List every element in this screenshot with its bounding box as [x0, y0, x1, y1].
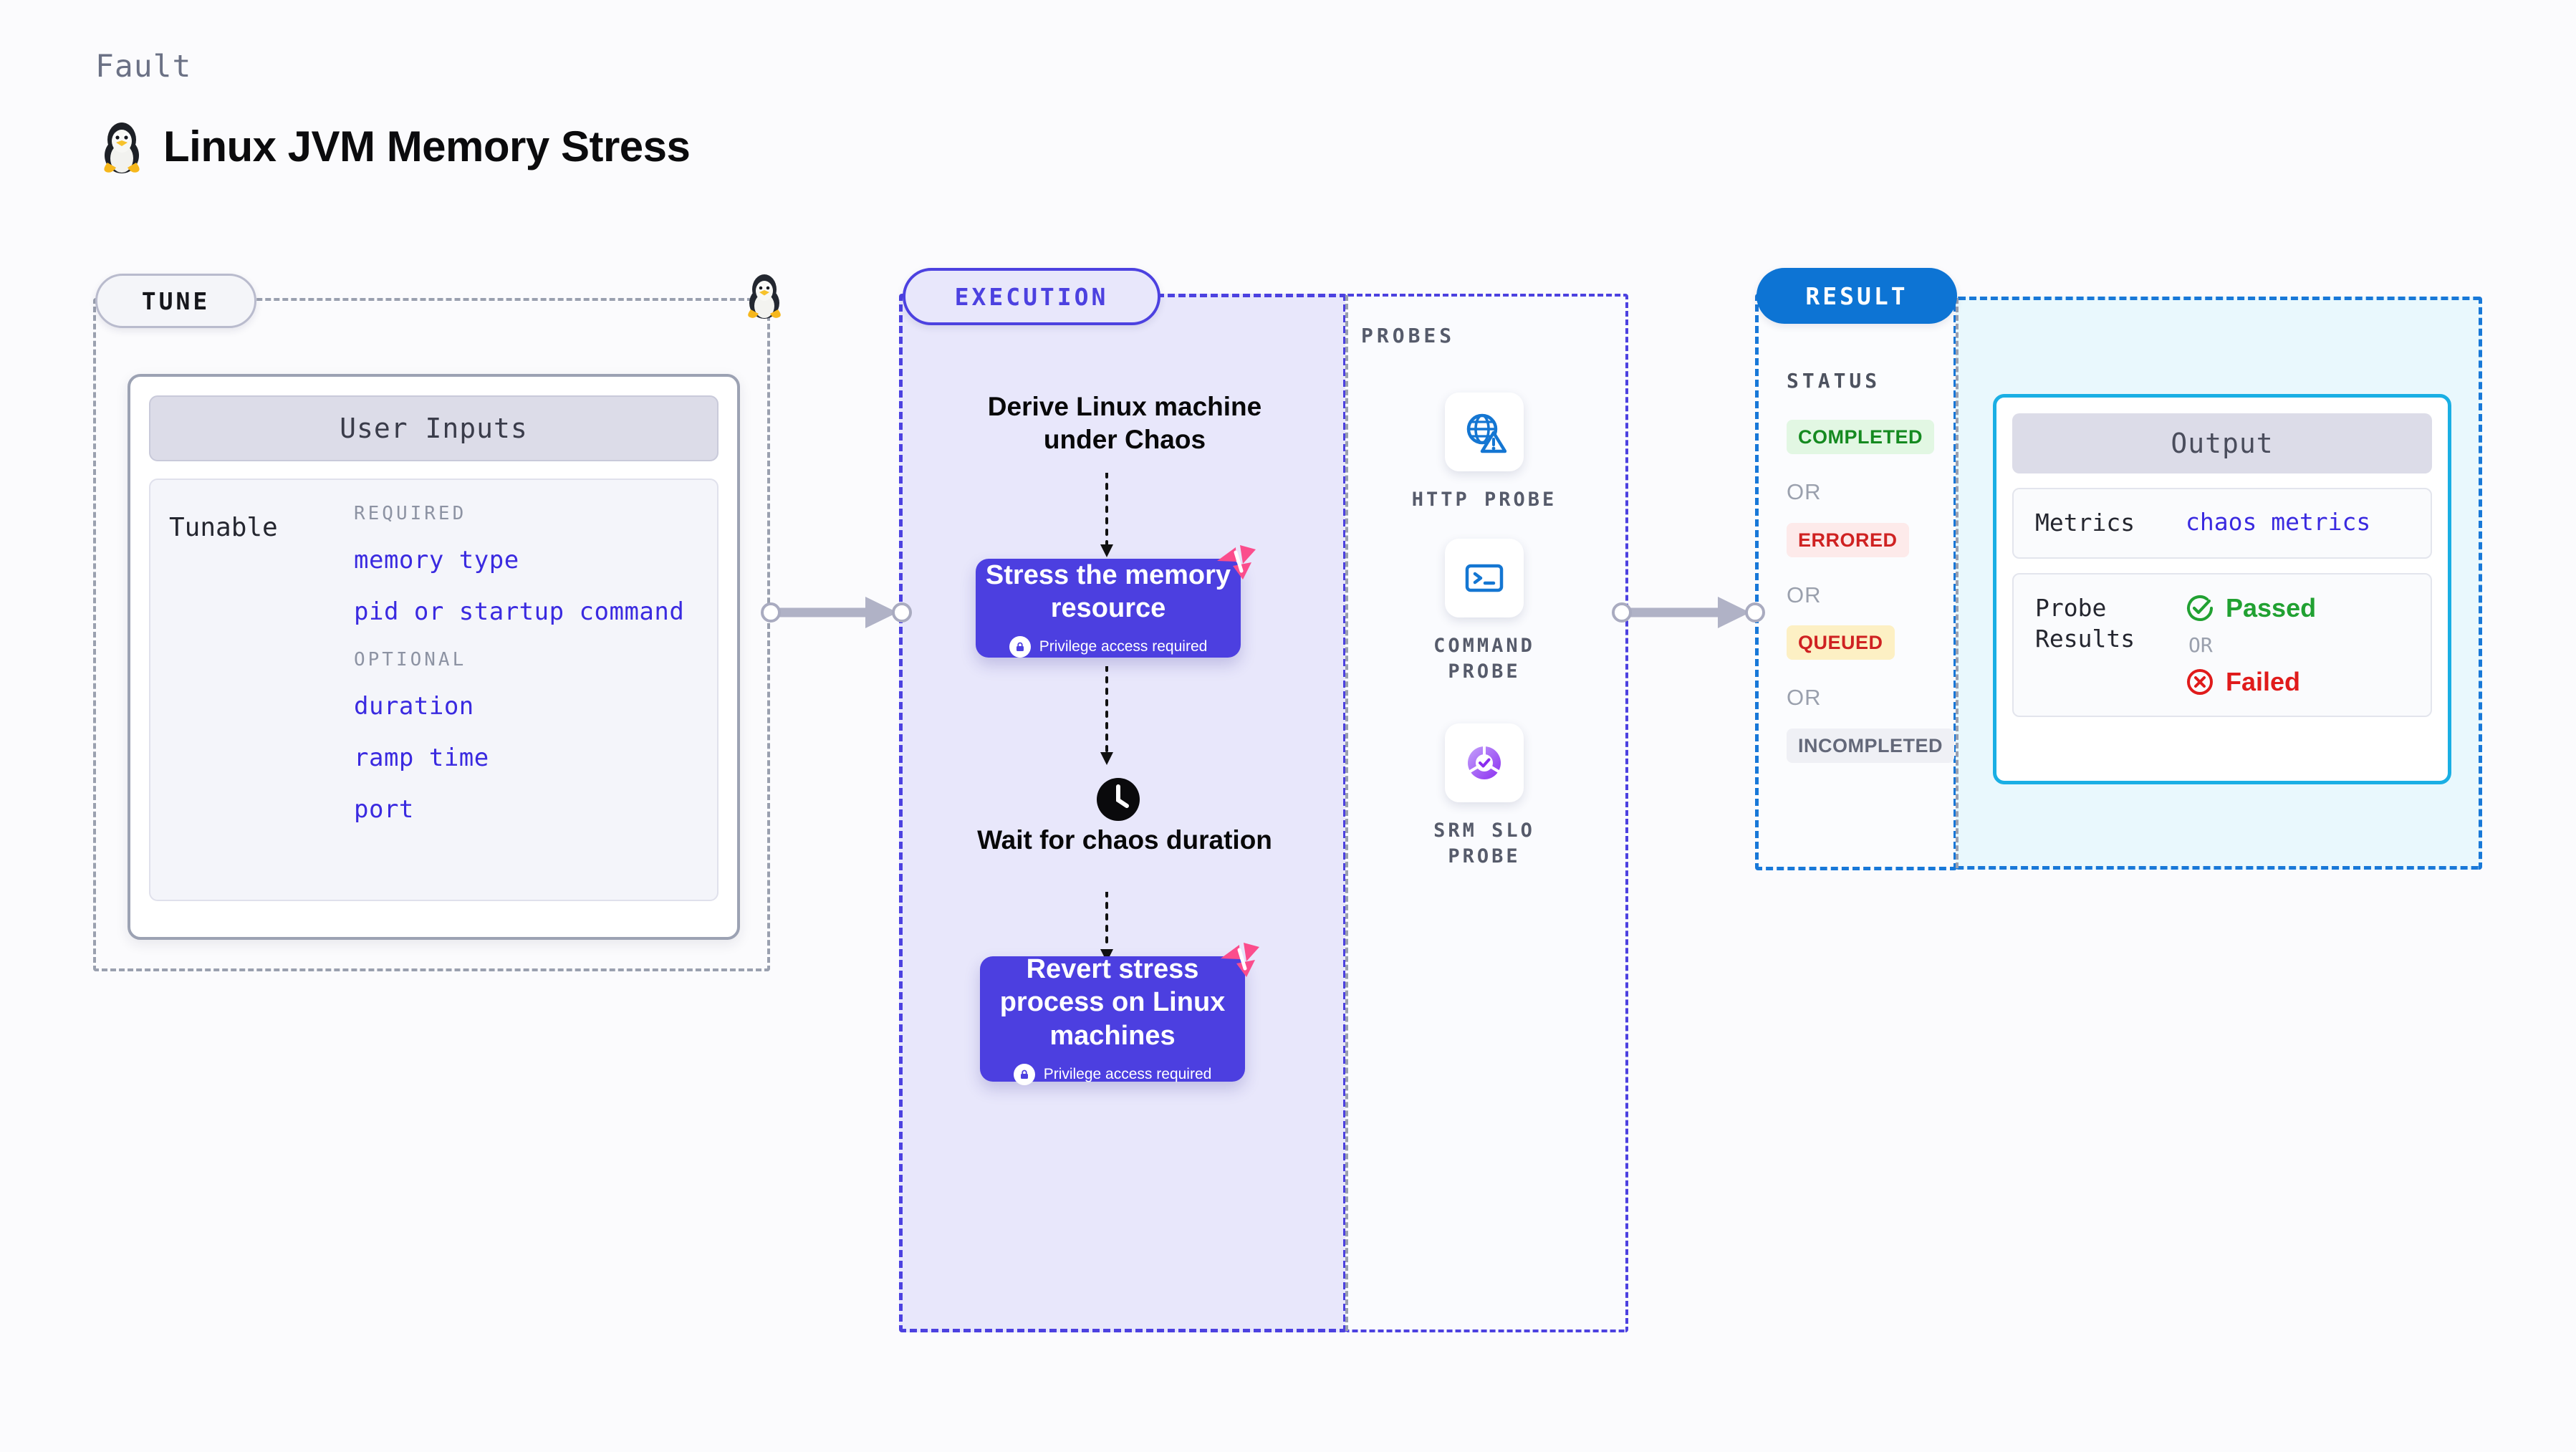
connector-tune-to-execution [761, 597, 912, 628]
passed-label: Passed [2226, 592, 2317, 622]
status-badge-errored: ERRORED [1787, 523, 1909, 557]
tunable-item[interactable]: memory type [354, 546, 519, 574]
status-heading: STATUS [1787, 369, 1881, 393]
user-inputs-card: User Inputs Tunable REQUIRED memory type… [128, 374, 740, 940]
probe-label: SRM SLO PROBE [1433, 819, 1535, 868]
tunable-group-optional: OPTIONAL duration ramp time port [354, 649, 698, 824]
probe-srm-slo[interactable]: SRM SLO PROBE [1391, 723, 1577, 870]
status-or: OR [1787, 479, 1822, 504]
privilege-note: Privilege access required [1009, 636, 1208, 658]
probes-heading: PROBES [1361, 324, 1456, 347]
output-metrics-row: Metrics chaos metrics [2012, 488, 2432, 559]
execution-step-derive-label: Derive Linux machine under Chaos [987, 392, 1262, 455]
status-or: OR [1787, 685, 1822, 710]
probe-tile [1445, 393, 1524, 471]
page-kicker: Fault [95, 49, 192, 85]
status-or: OR [1787, 582, 1822, 607]
failed-label: Failed [2226, 666, 2301, 696]
tunable-item[interactable]: port [354, 795, 414, 824]
group-title-required: REQUIRED [354, 503, 467, 524]
output-probe-results-row: Probe Results Passed OR Failed [2012, 572, 2432, 717]
probe-label: HTTP PROBE [1411, 489, 1557, 511]
connector-probes-to-result [1612, 597, 1765, 628]
tune-zone [93, 298, 770, 971]
probe-label: COMMAND PROBE [1433, 635, 1535, 683]
probe-result-or: OR [2188, 633, 2213, 657]
linux-penguin-marker-icon [742, 271, 787, 322]
page-title-row: Linux JVM Memory Stress [97, 118, 691, 174]
group-title-optional: OPTIONAL [354, 649, 467, 670]
privilege-text: Privilege access required [1039, 638, 1208, 655]
probe-result-failed: Failed [2186, 667, 2409, 697]
output-title: Output [2012, 413, 2432, 473]
probe-result-passed: Passed [2186, 593, 2409, 623]
globe-warning-icon [1466, 413, 1506, 453]
chaos-metrics-link[interactable]: chaos metrics [2186, 508, 2371, 536]
probe-command[interactable]: COMMAND PROBE [1391, 539, 1577, 686]
status-badge-incompleted: INCOMPLETED [1787, 729, 1955, 763]
lock-icon [1009, 636, 1031, 658]
execution-node-stress-memory[interactable]: Stress the memory resource Privilege acc… [976, 559, 1241, 658]
probe-results-label: Probe Results [2035, 593, 2135, 653]
node-title: Revert stress process on Linux machines [999, 953, 1226, 1051]
flow-arrow-down [1100, 666, 1113, 765]
probe-http[interactable]: HTTP PROBE [1391, 393, 1577, 513]
tunable-group-required: REQUIRED memory type pid or startup comm… [354, 503, 698, 626]
privilege-note: Privilege access required [1013, 1064, 1212, 1086]
chaos-mark-icon [1221, 943, 1259, 977]
linux-penguin-icon [97, 118, 146, 174]
execution-step-wait-label: Wait for chaos duration [977, 825, 1272, 855]
probe-tile [1445, 723, 1524, 802]
result-divider [1956, 298, 1959, 868]
chaos-mark-icon [1217, 545, 1256, 580]
page-title: Linux JVM Memory Stress [163, 122, 691, 170]
tunable-body: Tunable REQUIRED memory type pid or star… [149, 479, 719, 901]
terminal-prompt-icon [1465, 564, 1504, 592]
x-circle-icon [2187, 668, 2213, 695]
probe-tile [1445, 539, 1524, 617]
tunable-item[interactable]: ramp time [354, 744, 489, 772]
tune-badge[interactable]: TUNE [95, 274, 256, 328]
tunable-item[interactable]: duration [354, 692, 474, 721]
clock-icon [1097, 778, 1140, 821]
node-title: Stress the memory resource [985, 559, 1231, 623]
check-circle-icon [2187, 595, 2213, 621]
execution-badge[interactable]: EXECUTION [903, 268, 1160, 325]
status-badge-queued: QUEUED [1787, 625, 1895, 660]
tunable-item[interactable]: pid or startup command [354, 597, 685, 626]
privilege-text: Privilege access required [1043, 1066, 1212, 1083]
lock-icon [1013, 1064, 1035, 1086]
user-inputs-title: User Inputs [149, 395, 719, 461]
execution-node-revert-stress[interactable]: Revert stress process on Linux machines … [980, 953, 1245, 1086]
probes-divider [1345, 295, 1348, 1331]
tunable-groups: REQUIRED memory type pid or startup comm… [354, 503, 698, 877]
status-badge-completed: COMPLETED [1787, 420, 1935, 454]
result-badge[interactable]: RESULT [1756, 268, 1957, 324]
slo-donut-check-icon [1468, 746, 1501, 779]
output-card: Output Metrics chaos metrics Probe Resul… [1993, 394, 2451, 784]
flow-arrow-down [1100, 892, 1113, 962]
flow-arrow-down [1100, 473, 1113, 557]
metrics-label: Metrics [2035, 509, 2135, 537]
tunable-label: Tunable [169, 513, 278, 542]
